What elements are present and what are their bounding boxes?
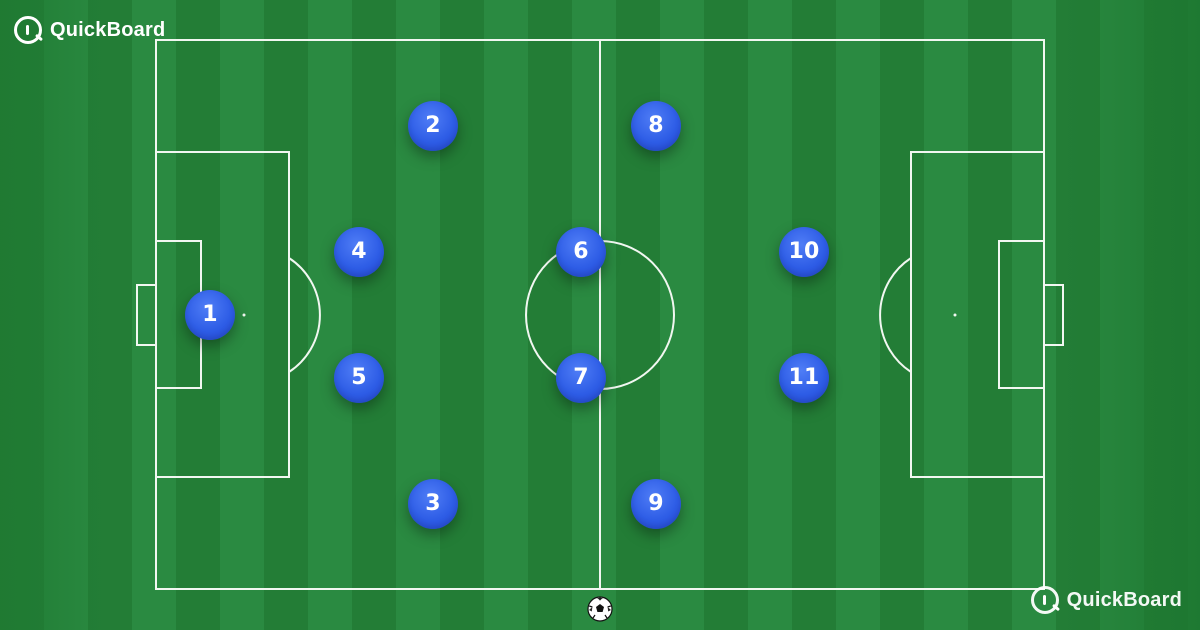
pitch-edge-right [1060,0,1200,630]
player-number: 7 [573,365,589,390]
player-token-6[interactable]: 6 [556,227,606,277]
player-token-2[interactable]: 2 [408,101,458,151]
player-token-1[interactable]: 1 [185,290,235,340]
right-penalty-arc [879,257,912,373]
player-token-10[interactable]: 10 [779,227,829,277]
player-token-11[interactable]: 11 [779,353,829,403]
right-goal-area [998,240,1045,389]
pitch-edge-left [0,0,110,630]
player-number: 4 [351,239,367,264]
left-goal [136,284,157,346]
player-number: 10 [788,239,820,264]
player-token-8[interactable]: 8 [631,101,681,151]
quickboard-logo-icon [14,16,42,44]
player-number: 6 [573,239,589,264]
player-token-7[interactable]: 7 [556,353,606,403]
player-number: 1 [202,302,218,327]
right-goal [1043,284,1064,346]
brand-name-bottom: QuickBoard [1066,588,1182,611]
brand-logo-top: QuickBoard [14,16,165,44]
right-penalty-area [910,151,1045,478]
right-penalty-spot [953,313,957,317]
left-penalty-spot [242,313,246,317]
player-number: 3 [425,491,441,516]
player-token-4[interactable]: 4 [334,227,384,277]
left-penalty-arc [288,257,321,373]
player-number: 11 [788,365,820,390]
player-number: 8 [648,113,664,138]
brand-name-top: QuickBoard [50,18,166,41]
quickboard-logo-icon [1030,586,1059,614]
player-number: 9 [648,491,664,516]
soccer-ball-icon[interactable] [587,596,613,622]
player-number: 5 [351,365,367,390]
player-number: 2 [425,113,441,138]
brand-logo-bottom: QuickBoard [1030,586,1182,614]
player-token-5[interactable]: 5 [334,353,384,403]
player-token-9[interactable]: 9 [631,479,681,529]
player-token-3[interactable]: 3 [408,479,458,529]
